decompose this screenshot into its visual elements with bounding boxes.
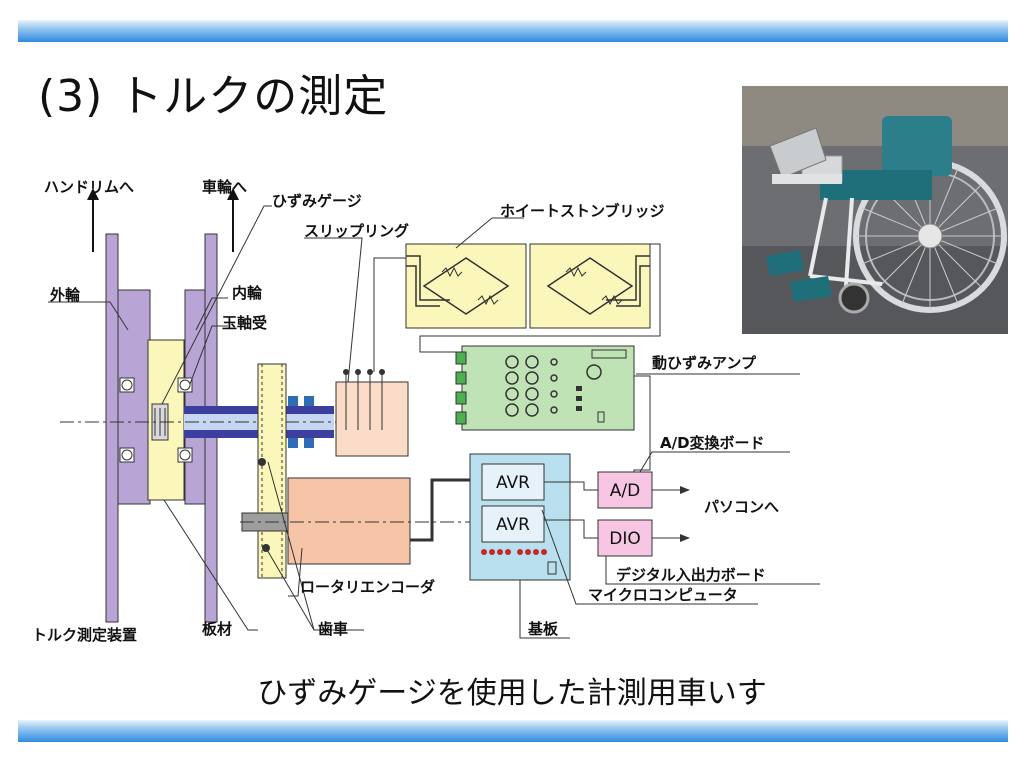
label-handrim: ハンドリムへ [44,178,134,196]
ad-box: A/D [610,481,640,501]
label-wheatstone-bridge: ホイートストンブリッジ [500,202,665,220]
label-inner-ring: 内輪 [232,284,263,302]
label-strain-gauge: ひずみゲージ [272,192,362,210]
wheelchair-photo [742,86,1008,334]
label-slip-ring: スリップリング [304,222,409,240]
label-microcomputer: マイクロコンピュータ [588,586,738,604]
label-plate: 板材 [202,620,232,638]
slide-caption: ひずみゲージを使用した計測用車いす [257,676,767,711]
top-gradient-bar [18,20,1008,42]
label-dio-board: デジタル入出力ボード [616,566,766,584]
label-rotary-encoder: ロータリエンコーダ [300,578,435,596]
avr-box-1: AVR [496,473,530,493]
label-to-pc: パソコンへ [704,498,779,516]
label-wheel: 車輪へ [202,178,247,196]
label-torque-device: トルク測定装置 [32,626,137,644]
torque-measurement-diagram: AVR AVR A/D DIO ハンドリムへ 車輪へ ひずみゲージ スリップリン… [32,178,820,644]
label-substrate: 基板 [527,620,559,638]
dio-box: DIO [609,529,641,549]
bottom-gradient-bar [18,720,1008,742]
slide-title: (3) トルクの測定 [38,71,389,122]
label-outer-ring: 外輪 [49,286,81,304]
label-gear: 歯車 [318,620,348,638]
label-ball-bearing: 玉軸受 [222,314,267,332]
avr-box-2: AVR [496,515,530,535]
label-strain-amp: 動ひずみアンプ [652,354,757,372]
label-ad-board: A/D変換ボード [660,434,765,452]
